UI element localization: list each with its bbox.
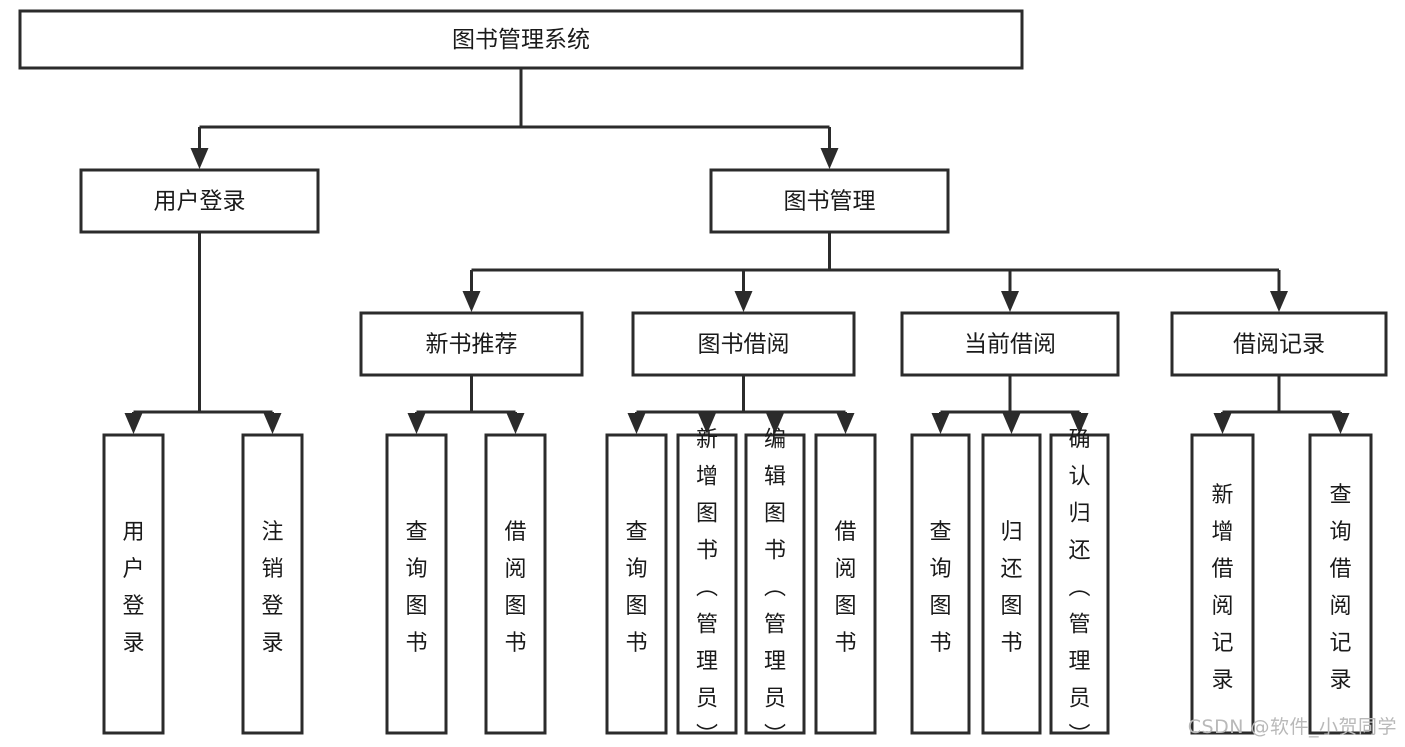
- node-label: 用户登录: [122, 520, 144, 656]
- node-label: 新书推荐: [426, 332, 518, 358]
- watermark-credit: CSDN @软件_小贺同学: [1187, 716, 1397, 738]
- node-borrow[interactable]: 图书借阅: [631, 311, 856, 377]
- node-bookmgmt[interactable]: 图书管理: [709, 168, 950, 234]
- arrow-head-icon: [190, 148, 209, 169]
- node-box[interactable]: [676, 433, 738, 735]
- arrow-head-icon: [124, 413, 143, 434]
- node-box[interactable]: [981, 433, 1042, 735]
- node-leaf-11[interactable]: 确认归还︵管理员︶: [1049, 427, 1110, 747]
- node-box[interactable]: [900, 311, 1120, 377]
- node-label: 图书借阅: [698, 332, 790, 358]
- node-current[interactable]: 当前借阅: [900, 311, 1120, 377]
- arrow-head-icon: [1331, 413, 1350, 434]
- node-leaf-2[interactable]: 注销登录: [241, 433, 304, 735]
- arrow-head-icon: [1002, 413, 1021, 434]
- arrow-head-icon: [698, 413, 716, 434]
- node-records[interactable]: 借阅记录: [1170, 311, 1388, 377]
- node-layer: 图书管理系统用户登录图书管理新书推荐图书借阅当前借阅借阅记录用户登录注销登录查询…: [18, 9, 1388, 747]
- node-leaf-1[interactable]: 用户登录: [102, 433, 165, 735]
- node-newbook[interactable]: 新书推荐: [359, 311, 584, 377]
- connector-layer: [124, 68, 1350, 434]
- node-leaf-7[interactable]: 编辑图书︵管理员︶: [744, 427, 806, 747]
- node-label: 借阅图书: [834, 520, 856, 656]
- arrow-head-icon: [506, 413, 525, 434]
- arrow-head-icon: [263, 413, 282, 434]
- node-label: 编辑图书︵管理员︶: [764, 427, 786, 747]
- node-label: 用户登录: [154, 189, 246, 215]
- node-label: 借阅图书: [504, 520, 526, 656]
- node-leaf-12[interactable]: 新增借阅记录: [1190, 433, 1255, 735]
- arrow-head-icon: [734, 291, 753, 312]
- node-box[interactable]: [744, 433, 806, 735]
- node-label: 新增借阅记录: [1211, 483, 1233, 693]
- node-leaf-4[interactable]: 借阅图书: [484, 433, 547, 735]
- arrow-head-icon: [1270, 291, 1288, 312]
- node-box[interactable]: [709, 168, 950, 234]
- node-leaf-13[interactable]: 查询借阅记录: [1308, 433, 1373, 735]
- node-box[interactable]: [241, 433, 304, 735]
- node-box[interactable]: [605, 433, 668, 735]
- arrow-head-icon: [766, 413, 784, 434]
- arrow-head-icon: [1213, 413, 1232, 434]
- node-label: 图书管理系统: [452, 27, 590, 53]
- node-root[interactable]: 图书管理系统: [18, 9, 1024, 70]
- node-box[interactable]: [385, 433, 448, 735]
- node-leaf-3[interactable]: 查询图书: [385, 433, 448, 735]
- node-label: 借阅记录: [1233, 332, 1325, 358]
- node-login[interactable]: 用户登录: [79, 168, 320, 234]
- node-box[interactable]: [18, 9, 1024, 70]
- node-label: 当前借阅: [964, 332, 1056, 358]
- node-box[interactable]: [1170, 311, 1388, 377]
- node-label: 注销登录: [261, 520, 283, 656]
- node-box[interactable]: [102, 433, 165, 735]
- arrow-head-icon: [820, 148, 839, 169]
- node-box[interactable]: [359, 311, 584, 377]
- node-label: 查询图书: [625, 520, 647, 656]
- node-label: 查询图书: [929, 520, 951, 656]
- node-box[interactable]: [910, 433, 971, 735]
- node-label: 图书管理: [784, 189, 876, 215]
- node-box[interactable]: [1308, 433, 1373, 735]
- arrow-head-icon: [1070, 413, 1089, 434]
- node-box[interactable]: [79, 168, 320, 234]
- node-leaf-9[interactable]: 查询图书: [910, 433, 971, 735]
- node-leaf-6[interactable]: 新增图书︵管理员︶: [676, 427, 738, 747]
- node-leaf-5[interactable]: 查询图书: [605, 433, 668, 735]
- node-box[interactable]: [631, 311, 856, 377]
- arrow-head-icon: [627, 413, 646, 434]
- node-label: 归还图书: [1000, 520, 1022, 656]
- arrow-head-icon: [1001, 291, 1019, 312]
- arrow-head-icon: [931, 413, 950, 434]
- node-leaf-8[interactable]: 借阅图书: [814, 433, 877, 735]
- node-label: 新增图书︵管理员︶: [696, 427, 718, 747]
- node-label: 查询借阅记录: [1329, 483, 1351, 693]
- arrow-head-icon: [407, 413, 426, 434]
- node-box[interactable]: [814, 433, 877, 735]
- node-box[interactable]: [1190, 433, 1255, 735]
- node-leaf-10[interactable]: 归还图书: [981, 433, 1042, 735]
- node-box[interactable]: [1049, 433, 1110, 735]
- node-label: 查询图书: [405, 520, 427, 656]
- node-box[interactable]: [484, 433, 547, 735]
- arrow-head-icon: [462, 291, 481, 312]
- arrow-head-icon: [836, 413, 855, 434]
- node-label: 确认归还︵管理员︶: [1068, 427, 1090, 747]
